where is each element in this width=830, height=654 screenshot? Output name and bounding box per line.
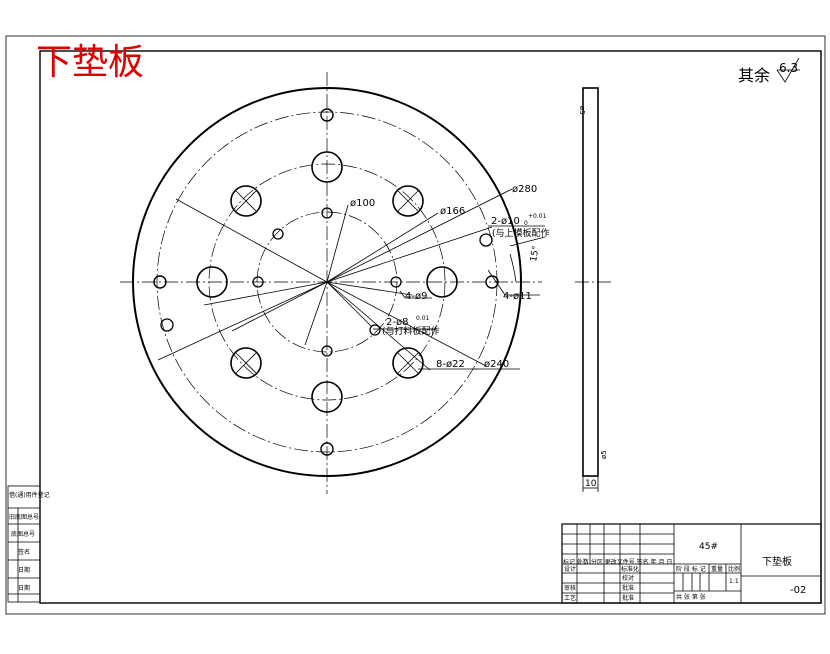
hole-22-bottom (311, 381, 343, 413)
dim-hole-8: 2-ø8 (386, 317, 408, 328)
hole-22-diag-br (392, 347, 424, 379)
roughness-value: 6.3 (779, 61, 798, 75)
dim-hole-10-tol-bot: 0 (524, 220, 528, 227)
dim-hole-8-tol: 0.01 (416, 315, 430, 322)
hole-9-right (390, 276, 402, 288)
roughness-symbol (776, 57, 800, 83)
tb-check: 校对 (622, 574, 634, 582)
tb-stage-mark: 阶 段 标 记 (676, 565, 706, 573)
hole-9-bottom (321, 345, 333, 357)
strip-r4: 签名 (18, 548, 30, 556)
hole-11-bottom (320, 442, 334, 456)
tb-drawing-no: -02 (790, 585, 806, 596)
dim-hole-8-note: (与打料板配作 (382, 325, 440, 337)
dim-d240: ø240 (484, 359, 509, 370)
hole-22-diag-tl (230, 185, 262, 217)
tb-standard: 标准化 (621, 565, 639, 573)
hole-9-top (321, 207, 333, 219)
dim-side-bottom: ø5 (600, 450, 608, 459)
bolt-circle-100 (256, 211, 398, 353)
hole-22-right (426, 266, 458, 298)
hole-11-left (153, 275, 167, 289)
hole-11-top (320, 108, 334, 122)
dim-hole-10-note: (与上模板配作 (492, 227, 550, 239)
tb-sheet-info: 共 张 第 张 (676, 593, 706, 601)
hole-22-left (196, 266, 228, 298)
strip-r3: 底图总号 (11, 530, 35, 538)
side-strip: 借(通)用件登记 旧底图总号 底图总号 签名 日期 日期 (7, 485, 50, 603)
hole-22-diag-tr (392, 185, 424, 217)
strip-r2: 旧底图总号 (9, 513, 39, 521)
tb-scale-value: 1:1 (729, 578, 739, 585)
angle-arc (509, 253, 517, 283)
pin-hole-8-top (272, 228, 284, 240)
bolt-circle-240 (156, 111, 498, 453)
dim-d280: ø280 (512, 184, 537, 195)
hole-9-left (252, 276, 264, 288)
tb-part-name: 下垫板 (762, 555, 792, 568)
tb-process: 工艺 (564, 594, 576, 602)
dim-hole-9: 4-ø9 (405, 291, 427, 302)
tb-scale: 比例 (728, 565, 740, 573)
tb-approve-1: 批准 (622, 584, 634, 592)
tb-weight: 重量 (711, 565, 723, 573)
hole-22-top (311, 151, 343, 183)
hole-22-diag-bl (230, 347, 262, 379)
dim-d100: ø100 (350, 198, 375, 209)
strip-r5: 日期 (18, 566, 30, 574)
strip-r1: 借(通)用件登记 (9, 491, 50, 499)
plate-front-view: 15° ø280 ø166 ø100 ø240 2-ø10 +0.01 0 (与… (120, 72, 550, 494)
tb-header-row: 标记 处数 分区 更改文件号 签名 年 月 日 (563, 558, 672, 566)
tb-material: 45# (699, 542, 718, 552)
dim-hole-10-tol-top: +0.01 (528, 213, 547, 220)
pin-hole-10-left (160, 318, 174, 332)
dim-thickness: 10 (585, 479, 597, 489)
tb-review: 审核 (564, 584, 576, 592)
dim-d166: ø166 (440, 206, 465, 217)
angle-15-label: 15° (529, 245, 542, 262)
dimension-leaders (157, 188, 545, 371)
strip-r6: 日期 (18, 584, 30, 592)
dim-hole-11: 4-ø11 (503, 291, 532, 302)
inner-frame (39, 50, 822, 604)
roughness-prefix: 其余 (738, 66, 770, 85)
pin-hole-8-bottom (369, 324, 381, 336)
dim-hole-10: 2-ø10 (491, 216, 520, 227)
plate-outline (132, 87, 522, 477)
bolt-circle-166 (208, 163, 446, 401)
title-stamp: 下垫板 (36, 42, 144, 83)
outer-border (5, 35, 826, 615)
plate-side-view: 10 ø5 ø5 (575, 87, 612, 492)
title-block: 标记 处数 分区 更改文件号 签名 年 月 日 设计 标准化 审核 工艺 校对 … (561, 523, 822, 604)
pin-hole-10-right (479, 233, 493, 247)
tb-approve-2: 批准 (622, 594, 634, 602)
tb-design: 设计 (564, 565, 576, 573)
dim-side-top: ø5 (578, 106, 586, 115)
dim-hole-22: 8-ø22 (436, 359, 465, 370)
